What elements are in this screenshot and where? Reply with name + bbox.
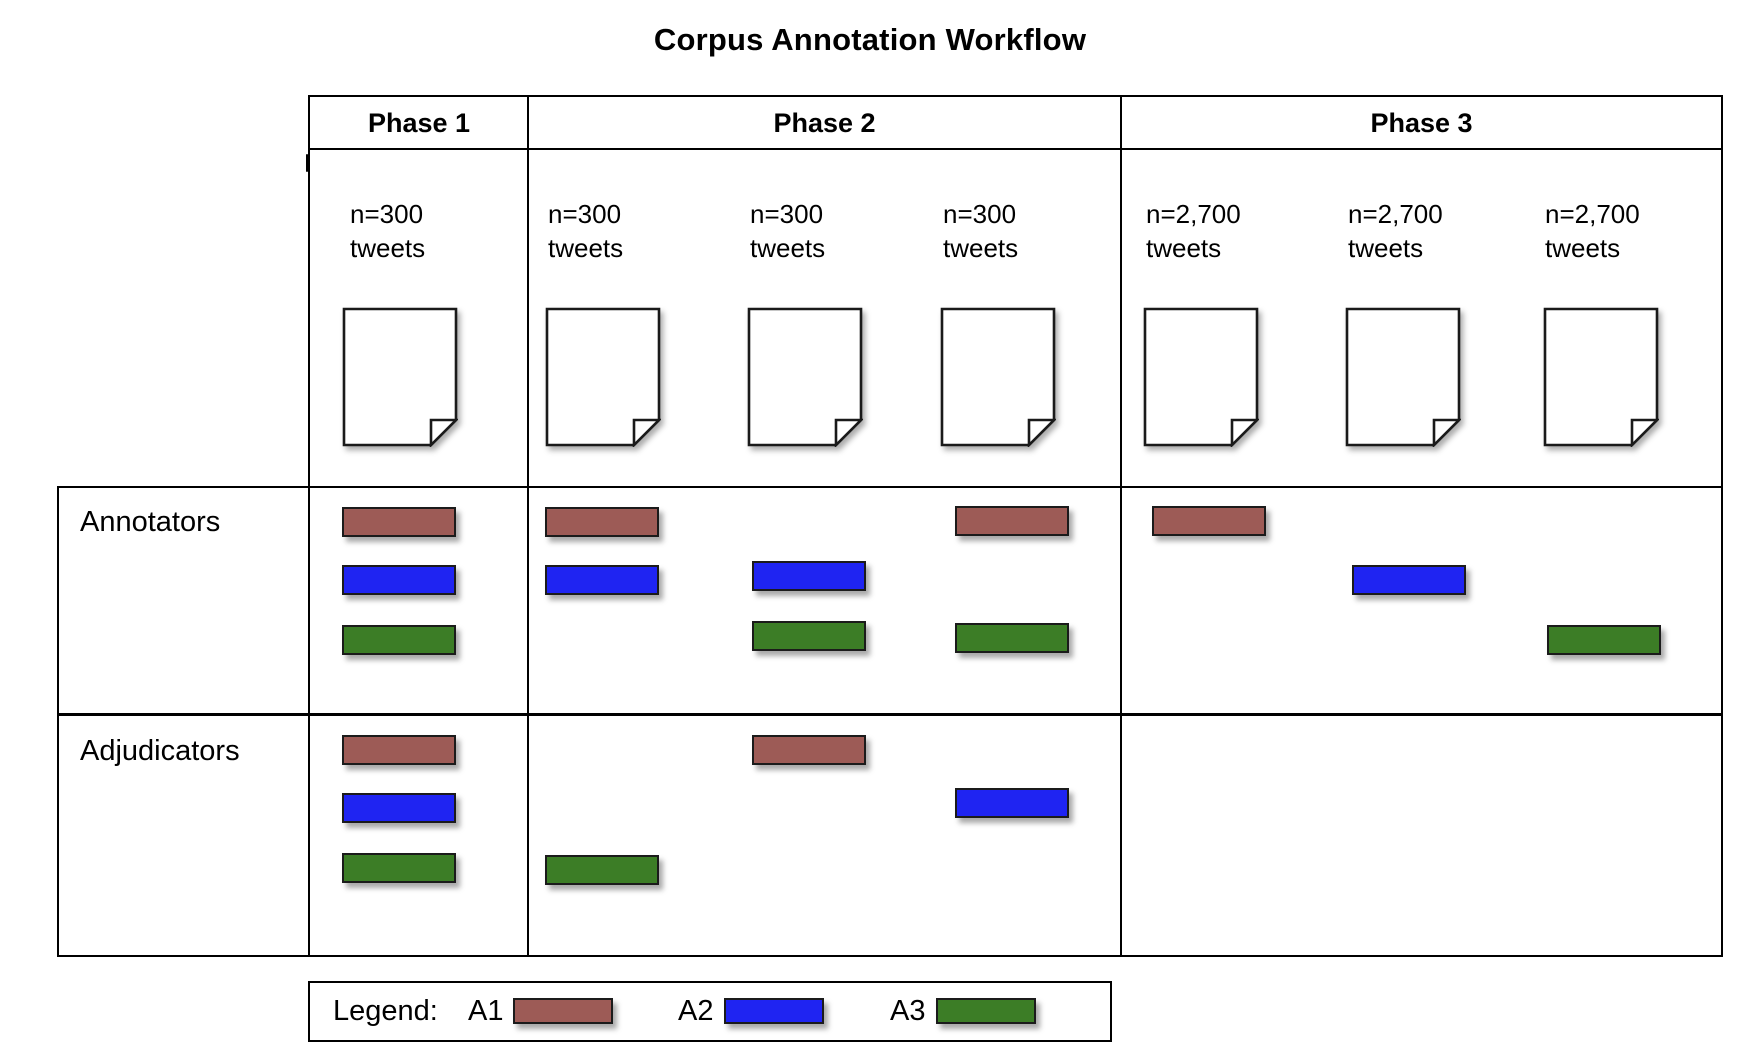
- annotator-bar-b3-a3[interactable]: [752, 621, 866, 651]
- document-page-icon: [1543, 307, 1659, 447]
- batch-label-b5: n=2,700 tweets: [1146, 199, 1241, 263]
- document-page-icon: [1345, 307, 1461, 447]
- adjudicator-bar-b1-a1[interactable]: [342, 735, 456, 765]
- adjudicators-row-left: [57, 714, 313, 957]
- annotator-bar-b6-a2[interactable]: [1352, 565, 1466, 595]
- adjudicator-bar-b1-a3[interactable]: [342, 853, 456, 883]
- adjudicator-bar-b3-a1[interactable]: [752, 735, 866, 765]
- row-label-adjudicators: Adjudicators: [80, 735, 240, 767]
- phase-header-2-label: Phase 2: [773, 108, 876, 138]
- document-page-icon: [545, 307, 661, 447]
- annotator-bar-b2-a1[interactable]: [545, 507, 659, 537]
- annotator-bar-b1-a1[interactable]: [342, 507, 456, 537]
- legend-label-a3: A3: [890, 995, 926, 1027]
- annotator-bar-b7-a3[interactable]: [1547, 625, 1661, 655]
- legend-label-a2: A2: [678, 995, 714, 1027]
- annotator-bar-b4-a1[interactable]: [955, 506, 1069, 536]
- annotator-bar-b2-a2[interactable]: [545, 565, 659, 595]
- adjudicator-bar-b2-a3[interactable]: [545, 855, 659, 885]
- adjudicator-bar-b4-a2[interactable]: [955, 788, 1069, 818]
- legend-swatch-a3: [936, 998, 1036, 1024]
- phase-header-3-label: Phase 3: [1370, 108, 1473, 138]
- adjudicator-bar-b1-a2[interactable]: [342, 793, 456, 823]
- document-page-icon: [747, 307, 863, 447]
- annotator-bar-b5-a1[interactable]: [1152, 506, 1266, 536]
- batch-label-b3: n=300 tweets: [750, 199, 826, 263]
- annotator-bar-b1-a3[interactable]: [342, 625, 456, 655]
- phase-header-1-label: Phase 1: [367, 108, 471, 138]
- row-label-annotators: Annotators: [80, 506, 221, 538]
- phase-header-2: Phase 2: [527, 95, 1122, 152]
- legend-label-a1: A1: [468, 995, 504, 1027]
- batch-label-b4: n=300 tweets: [943, 199, 1019, 263]
- batch-label-b6: n=2,700 tweets: [1348, 199, 1443, 263]
- legend-swatch-a1: [513, 998, 613, 1024]
- adjudicators-row-phase-3: [1120, 714, 1723, 957]
- phase-header-3: Phase 3: [1120, 95, 1723, 152]
- batch-label-b2: n=300 tweets: [548, 199, 624, 263]
- document-page-icon: [940, 307, 1056, 447]
- document-page-icon: [1143, 307, 1259, 447]
- legend-title: Legend:: [333, 995, 438, 1027]
- page-title: Corpus Annotation Workflow: [653, 22, 1087, 57]
- document-page-icon: [342, 307, 458, 447]
- batch-label-b1: n=300 tweets: [350, 199, 426, 263]
- annotator-bar-b1-a2[interactable]: [342, 565, 456, 595]
- annotator-bar-b3-a2[interactable]: [752, 561, 866, 591]
- annotator-bar-b4-a3[interactable]: [955, 623, 1069, 653]
- legend-swatch-a2: [724, 998, 824, 1024]
- batch-label-b7: n=2,700 tweets: [1545, 199, 1640, 263]
- phase-header-1: Phase 1: [308, 95, 530, 152]
